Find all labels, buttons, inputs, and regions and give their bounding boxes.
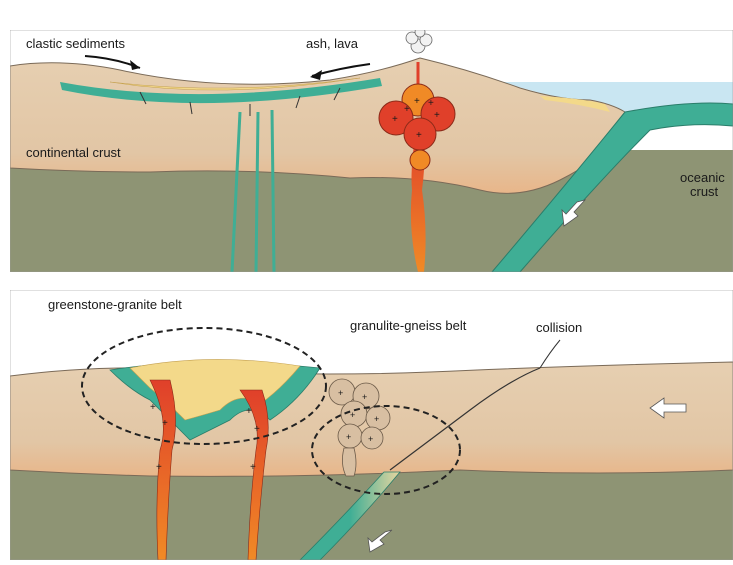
svg-text:+: + bbox=[350, 410, 355, 420]
svg-text:+: + bbox=[414, 96, 420, 107]
svg-text:+: + bbox=[374, 414, 379, 424]
label-continental-crust: continental crust bbox=[26, 145, 121, 160]
svg-text:+: + bbox=[150, 402, 156, 413]
svg-text:+: + bbox=[346, 432, 351, 442]
label-oceanic-line2: crust bbox=[690, 184, 719, 199]
label-greenstone-granite-belt: greenstone-granite belt bbox=[48, 297, 182, 312]
label-granulite-gneiss-belt: granulite-gneiss belt bbox=[350, 318, 467, 333]
svg-text:+: + bbox=[428, 98, 434, 109]
svg-text:+: + bbox=[362, 392, 367, 402]
label-oceanic-line1: oceanic bbox=[680, 170, 725, 185]
svg-text:+: + bbox=[404, 104, 410, 115]
svg-text:+: + bbox=[434, 110, 440, 121]
label-ash-lava: ash, lava bbox=[306, 36, 359, 51]
label-collision: collision bbox=[536, 320, 582, 335]
svg-text:+: + bbox=[246, 406, 252, 417]
svg-text:+: + bbox=[338, 388, 343, 398]
svg-text:+: + bbox=[392, 114, 398, 125]
label-clastic-sediments: clastic sediments bbox=[26, 36, 125, 51]
smoke-plume-icon bbox=[406, 27, 432, 53]
ash-arrowhead bbox=[310, 70, 322, 80]
svg-text:+: + bbox=[162, 418, 168, 429]
collision-leader-line bbox=[540, 340, 560, 368]
svg-text:+: + bbox=[416, 130, 422, 141]
sediment-arrowhead bbox=[130, 60, 140, 70]
svg-text:+: + bbox=[368, 434, 373, 444]
svg-text:+: + bbox=[156, 462, 162, 473]
svg-text:+: + bbox=[250, 462, 256, 473]
svg-text:+: + bbox=[254, 424, 260, 435]
